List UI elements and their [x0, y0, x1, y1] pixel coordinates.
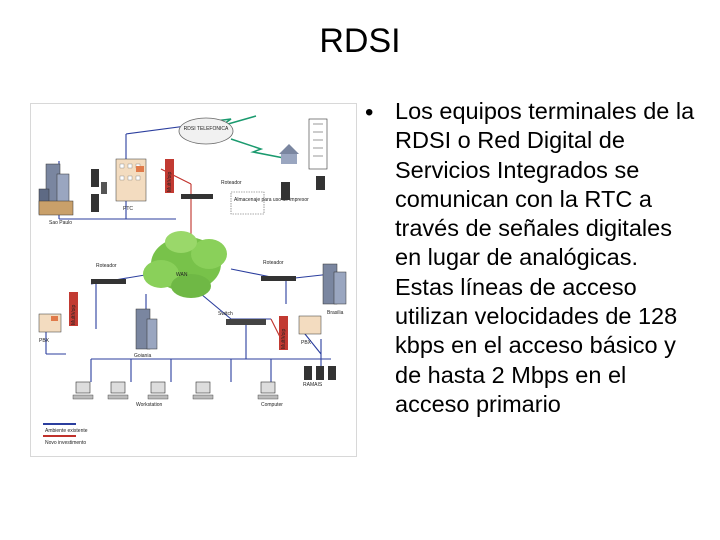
- multivoip-3-icon: MultiVoip: [279, 316, 288, 350]
- printer-box: Almacenaje para uso de impresor: [230, 191, 309, 215]
- computer-icon: [72, 366, 336, 400]
- wan-label: WAN: [176, 272, 188, 278]
- slide-title: RDSI: [319, 22, 401, 60]
- multivoip-1-icon: MultiVoip: [165, 159, 174, 193]
- ptc-building-icon: [115, 158, 147, 202]
- goiania-label: Goiania: [134, 353, 151, 359]
- ramais-label: RAMAIS: [303, 382, 323, 388]
- pbx-left-icon: [38, 313, 62, 333]
- router-top-label: Roteador: [221, 180, 242, 186]
- brasilia-building-icon: [322, 263, 347, 305]
- network-diagram: RDSI TELEFONICA WAN Sao Paulo: [30, 103, 357, 457]
- wan-cloud: WAN: [143, 231, 227, 298]
- multivoip-1-label: MultiVoip: [167, 171, 173, 192]
- sao-paulo-label: Sao Paulo: [49, 220, 72, 226]
- switch-label: Switch: [218, 311, 233, 317]
- brasilia-label: Brasilia: [327, 310, 344, 316]
- printer-box-label: Almacenaje para uso de impresor: [234, 197, 309, 203]
- rdsi-cloud: RDSI TELEFONICA: [178, 117, 234, 145]
- skyscraper-icon: [308, 118, 328, 170]
- diagram-legend: Ambiente existente Novo investimento: [43, 423, 88, 446]
- switch-icon: [226, 319, 266, 325]
- pbx-right-label: PBX: [301, 340, 312, 346]
- ptc-label: PTC: [123, 206, 133, 212]
- router-right-label: Roteador: [263, 260, 284, 266]
- router-top-icon: [181, 194, 213, 199]
- phone-icon: [91, 169, 107, 212]
- house-icon: [279, 144, 299, 164]
- goiania-building-icon: [135, 308, 158, 350]
- multivoip-2-icon: MultiVoip: [69, 292, 78, 326]
- multivoip-3-label: MultiVoip: [281, 328, 287, 349]
- network-wiring: [45, 115, 332, 382]
- pbx-right-icon: [298, 315, 322, 335]
- sao-paulo-building-icon: [38, 163, 74, 216]
- phone-icon-right: [281, 176, 325, 200]
- legend-existing-label: Ambiente existente: [45, 428, 88, 434]
- router-left-label: Roteador: [96, 263, 117, 269]
- rdsi-cloud-label: RDSI TELEFONICA: [184, 126, 229, 132]
- multivoip-2-label: MultiVoip: [71, 304, 77, 325]
- workstation-label: Workstation: [136, 402, 163, 408]
- bullet-text: Los equipos terminales de la RDSI o Red …: [395, 98, 695, 417]
- computer-label: Computer: [261, 402, 283, 408]
- router-left-icon: [91, 279, 126, 284]
- bullet-marker: •: [365, 99, 374, 126]
- router-right-icon: [261, 276, 296, 281]
- legend-new-label: Novo investimento: [45, 440, 86, 446]
- pbx-left-label: PBX: [39, 338, 50, 344]
- network-diagram-svg: RDSI TELEFONICA WAN Sao Paulo: [38, 115, 347, 446]
